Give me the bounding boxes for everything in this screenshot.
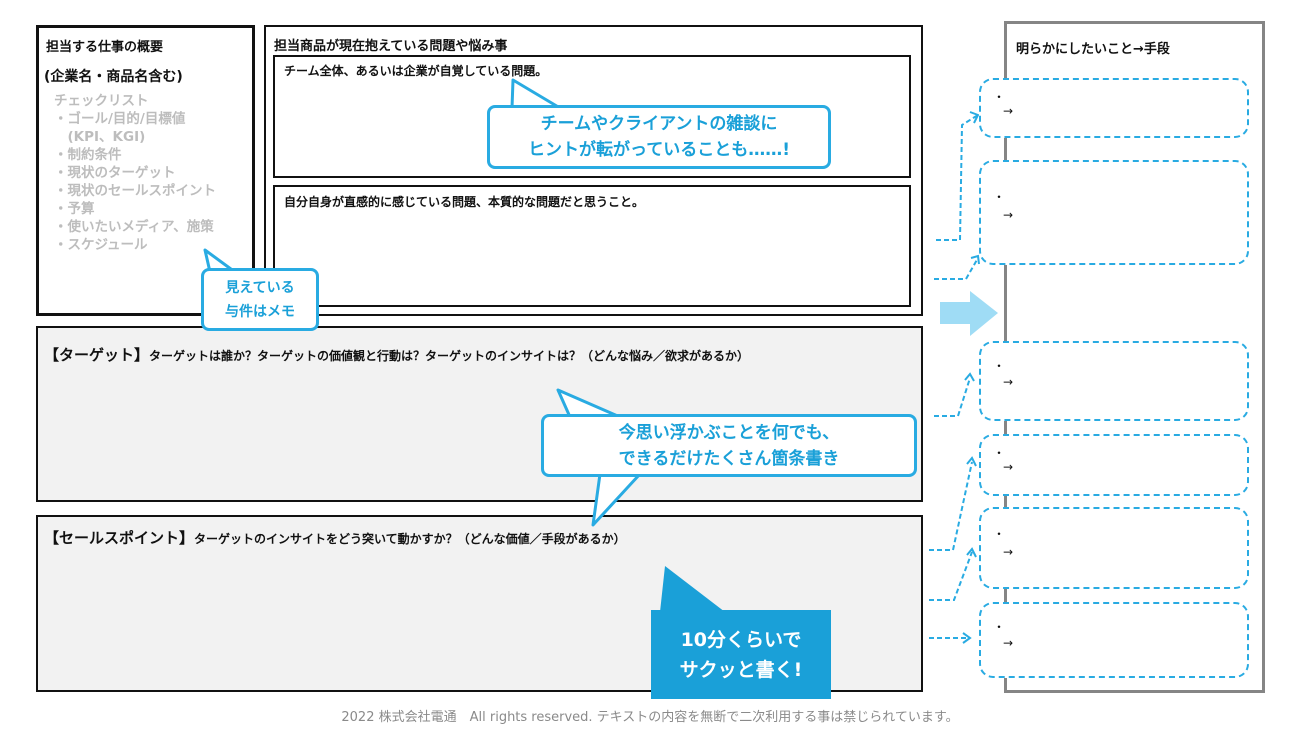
sales-label: 【セールスポイント】 — [44, 529, 195, 547]
checklist-item: ・現状のターゲット — [54, 165, 176, 181]
checklist-item: チェックリスト — [54, 93, 149, 109]
callout-line: チームやクライアントの雑談に — [540, 114, 778, 134]
arrow: → — [1003, 375, 1014, 389]
dashed-arrow — [929, 461, 973, 551]
target-question: ターゲットは誰か？ターゲットの価値観と行動は？ターゲットのインサイトは？（どんな… — [149, 349, 750, 363]
arrow: → — [1003, 636, 1014, 650]
sales-question: ターゲットのインサイトをどう突いて動かすか？（どんな価値／手段があるか） — [194, 532, 626, 546]
overview-title: 担当する仕事の概要 — [46, 40, 164, 55]
checklist-item: ・予算 — [54, 201, 95, 217]
goal-item[interactable]: ・→ — [979, 78, 1249, 138]
bullet: ・ — [993, 90, 1006, 104]
hint-callout: チームやクライアントの雑談にヒントが転がっていることも……! — [487, 105, 831, 169]
arrow: → — [1003, 460, 1014, 474]
bullet: ・ — [993, 359, 1006, 373]
self-problem-box[interactable] — [273, 185, 911, 307]
callout-line: 今思い浮かぶことを何でも、 — [618, 422, 840, 443]
right-title: 明らかにしたいこと→手段 — [1016, 42, 1170, 57]
arrow: → — [1003, 104, 1014, 118]
goal-item[interactable]: ・→ — [979, 434, 1249, 496]
checklist-item: ・ゴール/目的/目標値 — [54, 111, 186, 127]
big-right-arrow-icon — [940, 291, 998, 336]
checklist-item: ・制約条件 — [54, 147, 122, 163]
problems-title: 担当商品が現在抱えている問題や悩み事 — [274, 39, 508, 54]
sales-heading: 【セールスポイント】ターゲットのインサイトをどう突いて動かすか？（どんな価値／手… — [44, 527, 626, 548]
callout-line: 10分くらいで — [680, 628, 802, 651]
goal-item[interactable]: ・→ — [979, 602, 1249, 678]
bullet: ・ — [993, 620, 1006, 634]
callout-line: サクッと書く! — [679, 658, 803, 681]
target-heading: 【ターゲット】ターゲットは誰か？ターゲットの価値観と行動は？ターゲットのインサイ… — [44, 344, 749, 365]
goal-item[interactable]: ・→ — [979, 341, 1249, 421]
bullet: ・ — [993, 527, 1006, 541]
dashed-arrow — [934, 257, 979, 280]
dashed-arrow — [936, 114, 979, 241]
bullet: ・ — [993, 446, 1006, 460]
target-label: 【ターゲット】 — [44, 346, 150, 364]
team-problem-label: チーム全体、あるいは企業が自覚している問題。 — [284, 64, 548, 78]
memo-callout: 見えている与件はメモ — [201, 268, 319, 331]
copyright-footer: 2022 株式会社電通 All rights reserved. テキストの内容… — [341, 710, 959, 725]
checklist-item: ・スケジュール — [54, 237, 148, 253]
callout-line: 見えている — [225, 279, 295, 296]
goal-item[interactable]: ・→ — [979, 507, 1249, 589]
checklist-item: ・使いたいメディア、施策 — [54, 219, 214, 235]
list-callout: 今思い浮かぶことを何でも、できるだけたくさん箇条書き — [541, 414, 917, 477]
callout-line: 与件はメモ — [225, 303, 295, 320]
dashed-arrow — [929, 551, 973, 601]
dashed-arrow — [934, 377, 971, 417]
checklist-item: ・現状のセールスポイント — [54, 183, 216, 199]
self-problem-label: 自分自身が直感的に感じている問題、本質的な問題だと思うこと。 — [284, 195, 645, 209]
arrow: → — [1003, 545, 1014, 559]
checklist: チェックリスト ・ゴール/目的/目標値 (KPI、KGI) ・制約条件 ・現状の… — [54, 92, 216, 254]
checklist-item: (KPI、KGI) — [54, 129, 146, 145]
overview-subtitle: (企業名・商品名含む) — [44, 69, 183, 85]
quick-callout: 10分くらいでサクッと書く! — [651, 610, 831, 699]
callout-line: ヒントが転がっていることも……! — [528, 140, 790, 160]
bullet: ・ — [993, 190, 1006, 204]
arrow: → — [1003, 208, 1014, 222]
callout-line: できるだけたくさん箇条書き — [618, 448, 840, 469]
goal-item[interactable]: ・→ — [979, 160, 1249, 265]
